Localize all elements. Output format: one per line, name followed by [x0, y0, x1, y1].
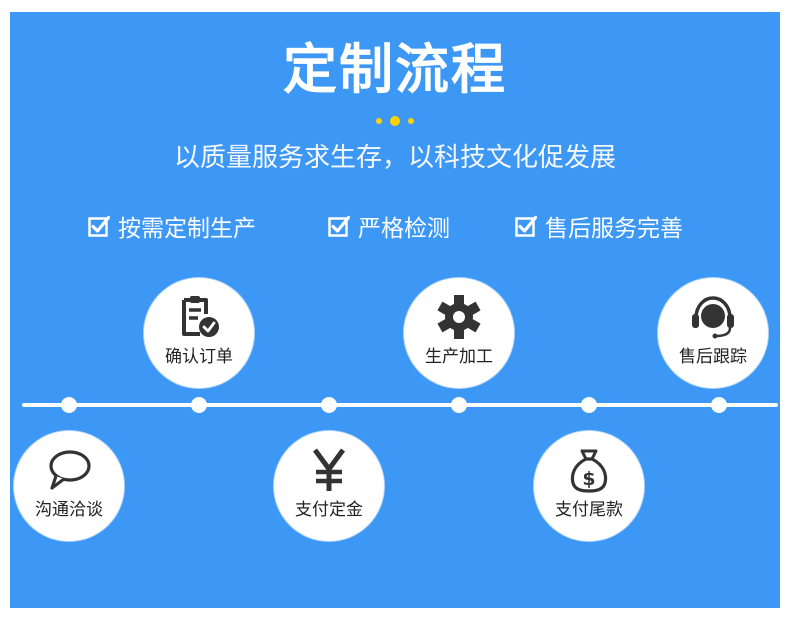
step-label: 支付尾款	[555, 500, 623, 520]
step-negotiation: 沟通洽谈	[14, 431, 124, 541]
money-bag-icon: $	[570, 449, 608, 493]
feature-after-sales: 售后服务完善	[515, 210, 683, 242]
feature-label: 按需定制生产	[118, 216, 256, 242]
timeline-node	[321, 397, 337, 413]
svg-text:$: $	[582, 468, 595, 490]
timeline-line	[22, 403, 778, 407]
timeline-node	[581, 397, 597, 413]
timeline-node	[191, 397, 207, 413]
feature-strict-inspection: 严格检测	[328, 210, 450, 242]
step-after-sales-tracking: 售后跟踪	[658, 278, 768, 388]
step-label: 沟通洽谈	[35, 500, 103, 520]
step-production: 生产加工	[404, 278, 514, 388]
step-pay-deposit: 支付定金	[274, 431, 384, 541]
process-panel: 定制流程 以质量服务求生存，以科技文化促发展 按需定制生产 严格检测 售后服务完…	[10, 12, 780, 608]
headset-icon	[692, 296, 734, 339]
step-label: 售后跟踪	[679, 347, 747, 367]
step-confirm-order: 确认订单	[144, 278, 254, 388]
step-label: 生产加工	[425, 347, 493, 367]
feature-label: 售后服务完善	[545, 216, 683, 242]
timeline-node	[711, 397, 727, 413]
page-subtitle: 以质量服务求生存，以科技文化促发展	[173, 143, 616, 173]
gear-icon	[437, 295, 481, 339]
page-title: 定制流程	[283, 38, 507, 101]
title-dots-decoration	[372, 115, 418, 127]
yen-icon	[312, 448, 346, 491]
checkbox-checked-icon	[88, 215, 110, 237]
timeline-node	[451, 397, 467, 413]
feature-label: 严格检测	[358, 216, 450, 242]
checkbox-checked-icon	[515, 215, 537, 237]
step-pay-balance: $ 支付尾款	[534, 431, 644, 541]
speech-bubble-icon	[49, 450, 91, 490]
checkbox-checked-icon	[328, 215, 350, 237]
feature-custom-production: 按需定制生产	[88, 210, 256, 242]
clipboard-check-icon	[182, 296, 219, 337]
step-label: 支付定金	[295, 500, 363, 520]
step-label: 确认订单	[165, 347, 233, 367]
timeline-node	[61, 397, 77, 413]
